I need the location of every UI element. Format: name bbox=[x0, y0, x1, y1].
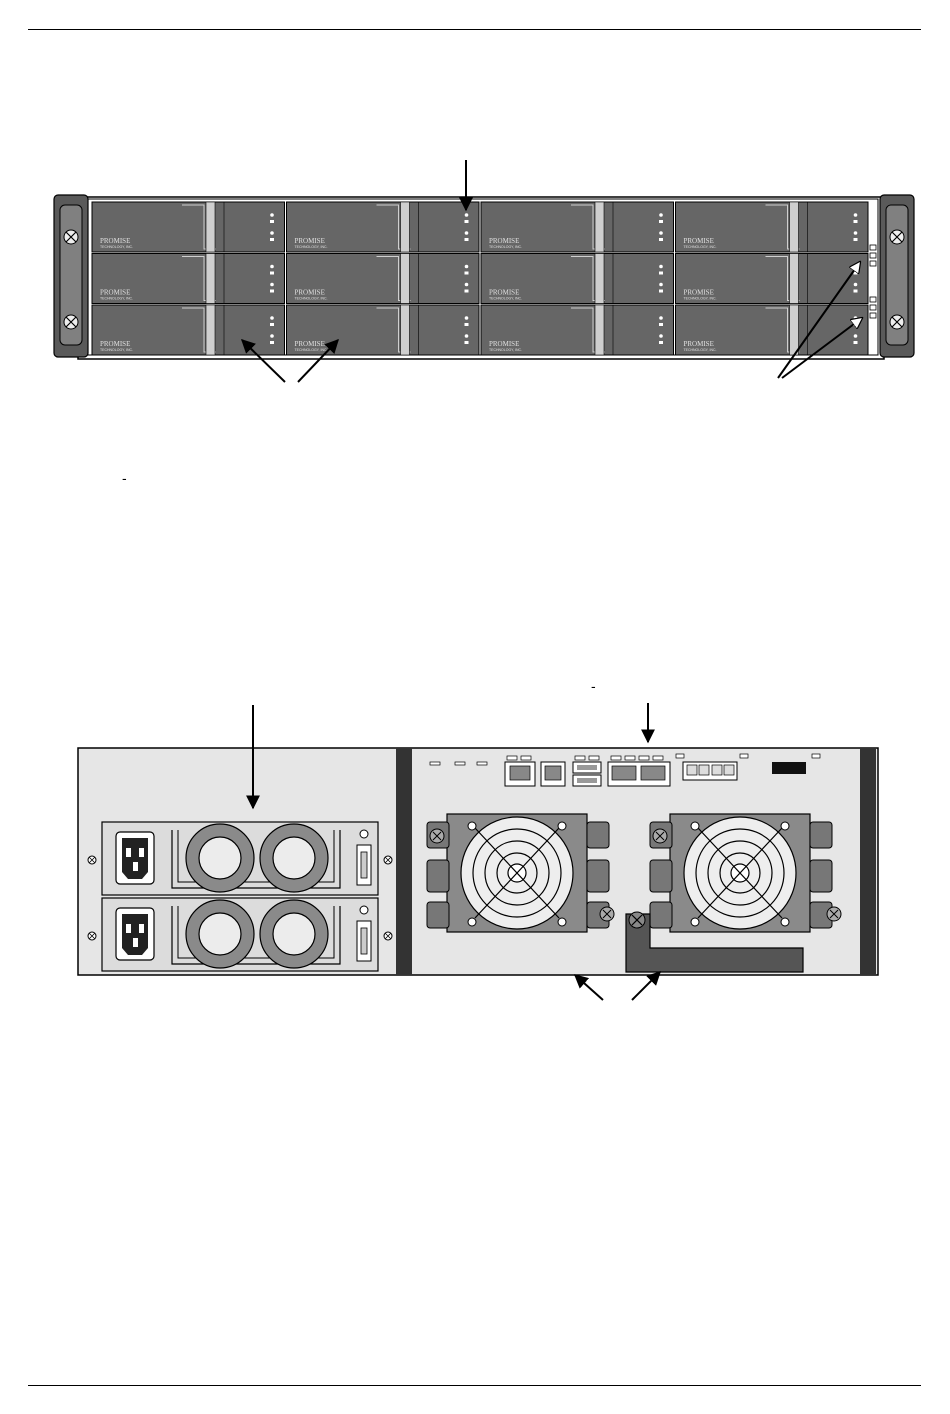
drive-status-led bbox=[270, 316, 274, 320]
drive-activity-led bbox=[270, 231, 274, 235]
left-rack-ear bbox=[53, 194, 89, 358]
top-rule bbox=[28, 29, 921, 30]
drive-status-led bbox=[464, 316, 469, 320]
controller-ports bbox=[429, 753, 821, 787]
drive-brand-logo: PROMISE bbox=[295, 237, 325, 245]
drive-activity-led bbox=[659, 282, 663, 287]
drive-status-led bbox=[464, 213, 469, 217]
drive-brand-logo: PROMISE bbox=[100, 289, 130, 297]
drive-brand-logo: PROMISE bbox=[684, 237, 714, 245]
callout-drive-carrier-1 bbox=[240, 339, 286, 383]
drive-brand-sub: TECHNOLOGY, INC. bbox=[100, 297, 133, 301]
callout-drive-carrier-2 bbox=[297, 338, 339, 383]
drive-activity-led bbox=[270, 334, 274, 338]
drive-activity-led bbox=[464, 282, 469, 287]
drive-brand-sub: TECHNOLOGY, INC. bbox=[100, 245, 133, 249]
drive-brand-sub: TECHNOLOGY, INC. bbox=[295, 297, 328, 301]
drive-status-led bbox=[659, 316, 663, 320]
drive-brand-logo: PROMISE bbox=[100, 237, 130, 245]
drive-activity-led bbox=[270, 282, 274, 287]
drive-brand-sub: TECHNOLOGY, INC. bbox=[684, 297, 717, 301]
rear-view-marker: - bbox=[591, 678, 596, 694]
drive-status-led bbox=[464, 264, 469, 269]
callout-fan-module bbox=[573, 974, 604, 1001]
drive-status-led bbox=[659, 213, 663, 217]
drive-brand-sub: TECHNOLOGY, INC. bbox=[295, 348, 328, 352]
front-view-marker: - bbox=[122, 470, 127, 486]
callout-status-leds-2 bbox=[781, 318, 862, 379]
drive-activity-led bbox=[659, 231, 663, 235]
drive-brand-logo: PROMISE bbox=[295, 289, 325, 297]
drive-brand-logo: PROMISE bbox=[489, 237, 519, 245]
drive-brand-logo: PROMISE bbox=[684, 340, 714, 348]
drive-brand-sub: TECHNOLOGY, INC. bbox=[684, 245, 717, 249]
drive-brand-sub: TECHNOLOGY, INC. bbox=[684, 348, 717, 352]
bottom-rule bbox=[28, 1385, 921, 1386]
callout-status-leds-1 bbox=[777, 262, 860, 379]
cooling-fan-1 bbox=[426, 813, 615, 933]
drive-brand-logo: PROMISE bbox=[684, 289, 714, 297]
drive-brand-logo: PROMISE bbox=[295, 340, 325, 348]
drive-brand-sub: TECHNOLOGY, INC. bbox=[489, 348, 522, 352]
drive-brand-logo: PROMISE bbox=[100, 340, 130, 348]
enclosure-status-leds bbox=[869, 244, 877, 319]
drive-status-led bbox=[270, 264, 274, 269]
drive-activity-led bbox=[659, 334, 663, 338]
drive-activity-led bbox=[853, 334, 858, 338]
drive-brand-logo: PROMISE bbox=[489, 340, 519, 348]
drive-activity-led bbox=[853, 282, 858, 287]
cooling-fan-2 bbox=[649, 813, 842, 933]
drive-brand-sub: TECHNOLOGY, INC. bbox=[295, 245, 328, 249]
drive-status-led bbox=[659, 264, 663, 269]
power-supply-2 bbox=[87, 897, 393, 972]
right-rack-ear bbox=[879, 194, 915, 358]
drive-brand-sub: TECHNOLOGY, INC. bbox=[100, 348, 133, 352]
drive-activity-led bbox=[853, 231, 858, 235]
power-supply-1 bbox=[87, 821, 393, 896]
drive-activity-led bbox=[464, 231, 469, 235]
drive-brand-sub: TECHNOLOGY, INC. bbox=[489, 245, 522, 249]
drive-status-led bbox=[270, 213, 274, 217]
controller-handle bbox=[625, 911, 804, 973]
drive-brand-logo: PROMISE bbox=[489, 289, 519, 297]
callout-controller-handle bbox=[631, 971, 661, 1001]
drive-status-led bbox=[853, 213, 858, 217]
drive-brand-sub: TECHNOLOGY, INC. bbox=[489, 297, 522, 301]
drive-status-led bbox=[853, 316, 858, 320]
rear-view bbox=[77, 703, 879, 1001]
drive-activity-led bbox=[464, 334, 469, 338]
